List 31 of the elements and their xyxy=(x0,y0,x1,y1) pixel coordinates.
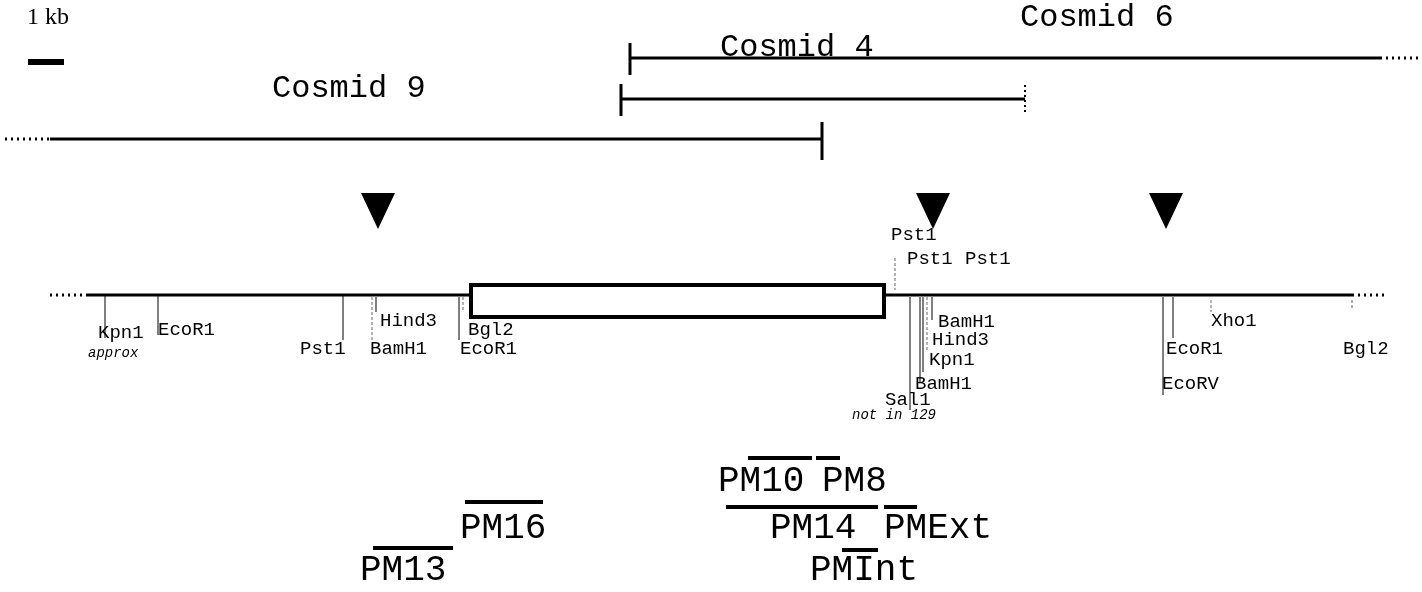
cosmid-label: Cosmid 9 xyxy=(272,73,426,105)
cosmid-label: Cosmid 6 xyxy=(1020,2,1174,34)
site-label: Hind3 xyxy=(932,331,989,350)
probe-label: PMInt xyxy=(810,553,919,589)
probe-label: PMExt xyxy=(884,511,993,547)
scale-label: 1 kb xyxy=(27,4,69,28)
note-text: approx xyxy=(88,346,139,360)
site-label: EcoR1 xyxy=(158,321,215,340)
site-label: Pst1 xyxy=(891,226,937,245)
site-label: Pst1 xyxy=(907,250,953,269)
site-label: Bgl2 xyxy=(468,321,514,340)
site-label: Xho1 xyxy=(1211,312,1257,331)
probe-label: PM13 xyxy=(360,553,447,589)
probe-label: PM16 xyxy=(460,511,547,547)
site-label: Pst1 xyxy=(965,250,1011,269)
site-label: Kpn1 xyxy=(929,351,975,370)
site-label: Bgl2 xyxy=(1343,340,1389,359)
note-text: not in 129 xyxy=(852,408,936,422)
site-label: EcoR1 xyxy=(460,340,517,359)
site-label: EcoR1 xyxy=(1166,340,1223,359)
probe-label: PM14 xyxy=(770,511,857,547)
probe-label: PM10 xyxy=(718,464,805,500)
cosmid-label: Cosmid 4 xyxy=(720,32,874,64)
site-label: EcoRV xyxy=(1162,375,1219,394)
site-label: Kpn1 xyxy=(98,324,144,343)
site-label: BamH1 xyxy=(938,313,995,332)
site-label: BamH1 xyxy=(370,340,427,359)
site-label: Hind3 xyxy=(380,312,437,331)
site-label: BamH1 xyxy=(915,375,972,394)
probe-label: PM8 xyxy=(822,464,887,500)
site-label: Pst1 xyxy=(300,340,346,359)
